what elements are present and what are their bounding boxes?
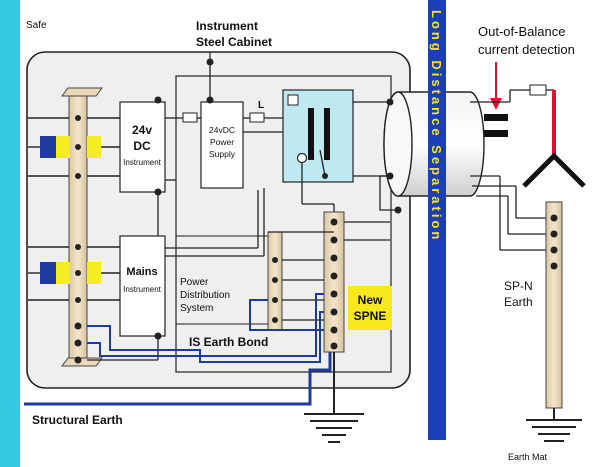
cabinet-title-line2: Steel Cabinet bbox=[196, 35, 272, 49]
transformer-core-left bbox=[308, 108, 314, 160]
psu-label-2: Power bbox=[210, 137, 234, 147]
new-spne-label-2: SPNE bbox=[354, 309, 387, 323]
mains-instrument-label-1: Mains bbox=[126, 266, 157, 278]
left-terminal-top-cap bbox=[61, 87, 103, 97]
oob-label-2: current detection bbox=[478, 42, 575, 57]
safe-zone-band bbox=[0, 0, 20, 467]
transformer-core-right bbox=[324, 108, 330, 160]
psu-label-3: Supply bbox=[209, 149, 236, 159]
earth-mat-symbol bbox=[526, 419, 582, 442]
left-field-wires bbox=[28, 117, 120, 301]
transformer-sense-ring bbox=[296, 152, 308, 164]
dc-instrument-box bbox=[119, 101, 166, 193]
right-wiring bbox=[470, 89, 554, 251]
ct-clamp-bottom bbox=[484, 130, 508, 137]
new-spne-badge bbox=[348, 286, 392, 330]
mains-instrument-box bbox=[119, 235, 166, 337]
load-symbol bbox=[522, 152, 586, 188]
spn-earth-dots bbox=[550, 214, 558, 270]
oob-label-1: Out-of-Balance bbox=[478, 24, 565, 39]
yellow-connector-upper-right bbox=[87, 136, 101, 158]
neutral-resistor bbox=[529, 84, 547, 96]
pds-label-2: Distribution bbox=[180, 290, 230, 301]
small-terminal-dots bbox=[272, 257, 278, 323]
structural-earth-wire bbox=[24, 352, 332, 406]
mains-instrument-label-2: Instrument bbox=[123, 285, 162, 294]
cabinet-title-line1: Instrument bbox=[196, 19, 258, 33]
spne-terminal-dots bbox=[330, 218, 338, 350]
yellow-connector-lower bbox=[56, 262, 70, 284]
long-distance-separation-label: Long Distance Separation bbox=[429, 10, 444, 242]
is-earth-bond-label: IS Earth Bond bbox=[189, 335, 268, 349]
left-terminal-bottom-cap bbox=[61, 357, 103, 367]
fuse-psu bbox=[249, 112, 265, 123]
new-spne-label-1: New bbox=[358, 293, 383, 307]
blue-connector-upper bbox=[40, 136, 56, 158]
l-mark: L bbox=[258, 100, 264, 111]
dc-instrument-label-1: 24v bbox=[132, 123, 152, 137]
ct-clamp-top bbox=[484, 114, 508, 121]
left-terminal-dots bbox=[74, 115, 82, 364]
dc-instrument-label-3: Instrument bbox=[123, 158, 162, 167]
psu-label-1: 24vDC bbox=[209, 125, 235, 135]
transformer-top-terminal bbox=[287, 94, 299, 106]
cable-left-end bbox=[383, 91, 413, 197]
fuse-dc bbox=[182, 112, 198, 123]
earth-mat-label: Earth Mat bbox=[508, 452, 548, 462]
structural-earth-label: Structural Earth bbox=[32, 413, 123, 427]
is-earth-bond-wires bbox=[87, 293, 324, 363]
safe-label: Safe bbox=[26, 20, 47, 31]
long-distance-separation-band bbox=[428, 0, 446, 440]
spn-earth-label-2: Earth bbox=[504, 295, 533, 309]
internal-wiring bbox=[87, 62, 390, 361]
oob-arrow-head bbox=[490, 98, 502, 110]
pds-label-1: Power bbox=[180, 277, 209, 288]
spn-earth-label-1: SP-N bbox=[504, 279, 533, 293]
spne-earth-symbol bbox=[304, 413, 364, 443]
inner-enclosure bbox=[175, 75, 392, 373]
dc-instrument-label-2: DC bbox=[133, 139, 151, 153]
yellow-connector-lower-right bbox=[87, 262, 101, 284]
yellow-connector-upper bbox=[56, 136, 70, 158]
pds-label-3: System bbox=[180, 303, 213, 314]
psu-box bbox=[200, 101, 244, 189]
blue-connector-lower bbox=[40, 262, 56, 284]
cable-drop-wire bbox=[379, 175, 398, 211]
